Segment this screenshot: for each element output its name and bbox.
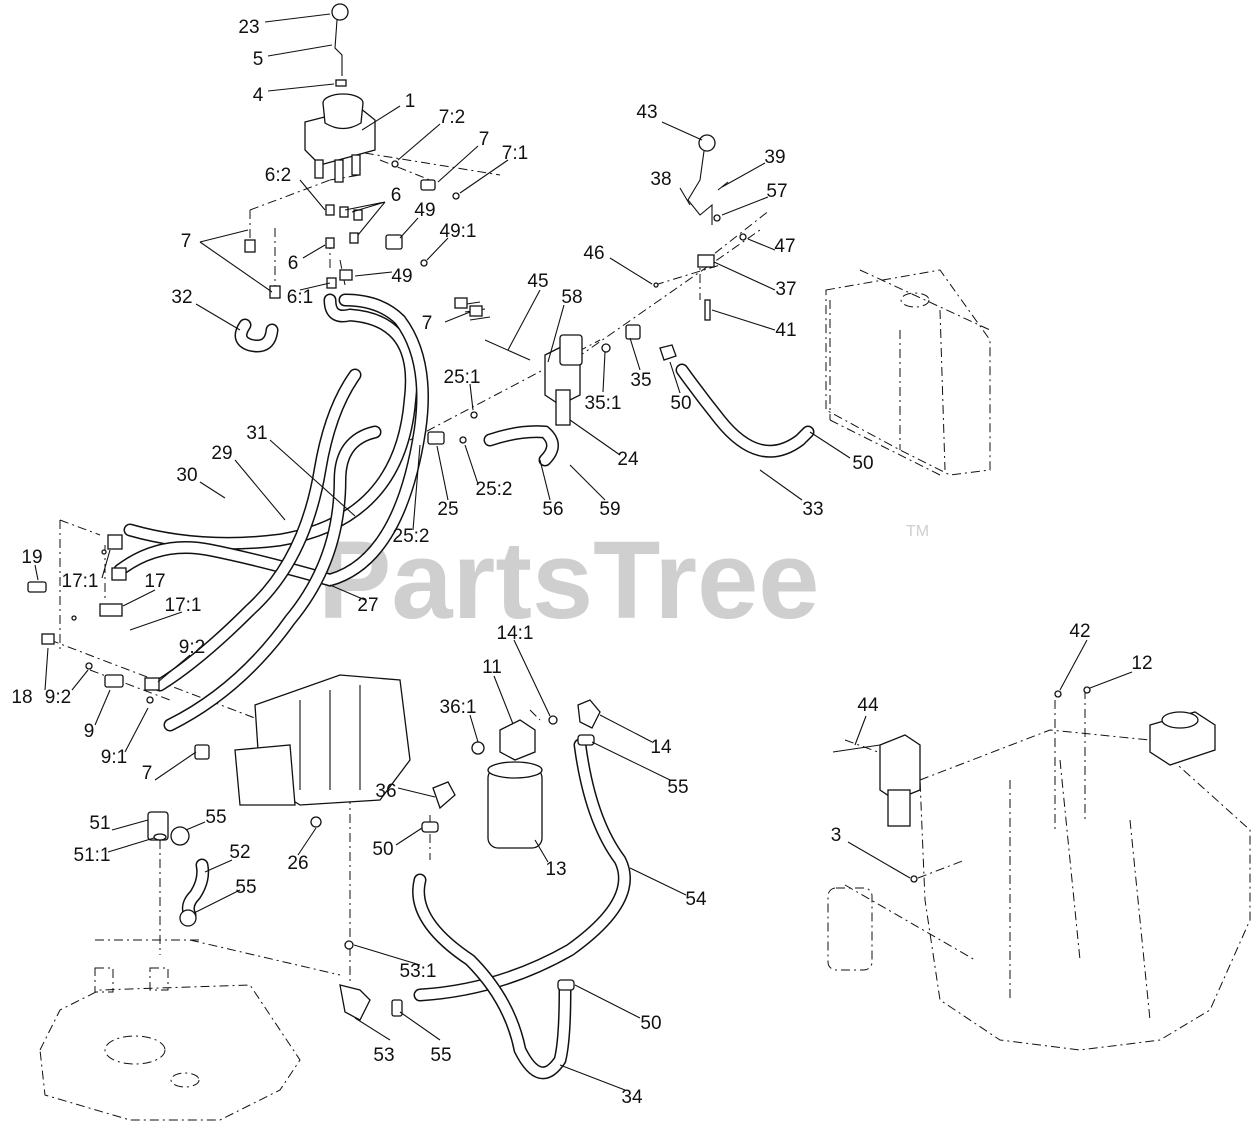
callout-49a: 49 [414, 200, 435, 221]
callout-9: 9 [84, 721, 95, 742]
callout-25:1: 25:1 [444, 367, 481, 388]
callout-14: 14 [650, 737, 672, 758]
callout-13: 13 [545, 859, 566, 880]
callout-7b: 7 [181, 231, 192, 252]
callout-59: 59 [599, 499, 620, 520]
callout-35:1: 35:1 [585, 393, 622, 414]
callout-55d: 55 [430, 1045, 451, 1066]
callout-14:1: 14:1 [497, 623, 534, 644]
callout-1: 1 [405, 91, 416, 112]
callout-25: 25 [437, 499, 458, 520]
callout-36:1: 36:1 [440, 697, 477, 718]
callout-53:1: 53:1 [400, 961, 437, 982]
callout-47: 47 [774, 236, 795, 257]
callout-7:1: 7:1 [502, 143, 528, 164]
callout-11: 11 [482, 657, 502, 678]
callout-24: 24 [617, 449, 639, 470]
control-valve [304, 3, 376, 183]
callout-49:1: 49:1 [440, 221, 477, 242]
callout-49b: 49 [391, 266, 412, 287]
watermark: PartsTree [318, 519, 819, 642]
callout-50a: 50 [670, 393, 691, 414]
callout-17: 17 [144, 571, 165, 592]
callout-43: 43 [636, 102, 657, 123]
callout-44: 44 [857, 695, 879, 716]
callout-45: 45 [527, 271, 548, 292]
callout-4: 4 [253, 85, 264, 106]
callout-41: 41 [775, 320, 796, 341]
callout-50b: 50 [852, 453, 873, 474]
callout-33: 33 [802, 499, 823, 520]
callout-26: 26 [287, 853, 308, 874]
callout-7d: 7 [142, 763, 153, 784]
callout-35: 35 [630, 370, 651, 391]
callout-3: 3 [831, 825, 842, 846]
callout-56: 56 [542, 499, 563, 520]
auxiliary-valve [427, 297, 677, 445]
frame-detail [827, 686, 1251, 1051]
callout-55a: 55 [667, 777, 688, 798]
callout-7:2: 7:2 [439, 107, 465, 128]
callout-51: 51 [89, 813, 110, 834]
left-fittings [27, 534, 160, 704]
hydraulic-pump [194, 674, 411, 828]
callout-58: 58 [561, 287, 582, 308]
callout-12: 12 [1131, 653, 1152, 674]
callout-50c: 50 [372, 839, 393, 860]
callout-38: 38 [650, 169, 671, 190]
callout-54: 54 [685, 889, 707, 910]
callout-23: 23 [238, 17, 259, 38]
callout-7a: 7 [479, 129, 490, 150]
callout-7c: 7 [422, 313, 433, 334]
callout-51:1: 51:1 [74, 845, 111, 866]
callout-18: 18 [11, 687, 32, 708]
radiator [825, 269, 991, 476]
callout-36: 36 [375, 781, 396, 802]
leader-lines [34, 13, 1133, 1091]
callout-6:1: 6:1 [287, 287, 313, 308]
callout-55b: 55 [205, 807, 226, 828]
callout-9:1: 9:1 [101, 747, 127, 768]
assembly-lines [49, 149, 1086, 985]
callout-25:2a: 25:2 [476, 479, 513, 500]
valve-fittings [244, 160, 460, 299]
callout-27: 27 [357, 595, 378, 616]
callout-29: 29 [211, 443, 232, 464]
callout-52: 52 [229, 842, 250, 863]
hoses [113, 293, 815, 1080]
callout-5: 5 [253, 49, 264, 70]
callout-42: 42 [1069, 621, 1090, 642]
callout-34: 34 [621, 1087, 643, 1108]
callout-9:2a: 9:2 [179, 637, 205, 658]
callout-39: 39 [764, 147, 785, 168]
callout-37: 37 [775, 279, 796, 300]
joystick-assembly [653, 134, 747, 321]
callout-32: 32 [171, 287, 192, 308]
callout-9:2b: 9:2 [45, 687, 71, 708]
callout-6b: 6 [288, 253, 299, 274]
callout-31: 31 [246, 423, 267, 444]
callout-17:1a: 17:1 [62, 571, 99, 592]
callout-57: 57 [766, 181, 787, 202]
callout-25:2b: 25:2 [393, 526, 430, 547]
callout-6a: 6 [391, 185, 402, 206]
callout-53: 53 [373, 1045, 394, 1066]
callout-55c: 55 [235, 877, 256, 898]
watermark-trademark: TM [906, 523, 929, 540]
callout-6:2: 6:2 [265, 165, 291, 186]
callout-17:1b: 17:1 [165, 595, 202, 616]
filter-and-tank [39, 699, 601, 1121]
callout-46: 46 [583, 243, 604, 264]
callout-19: 19 [21, 547, 42, 568]
callout-50d: 50 [640, 1013, 661, 1034]
callout-30: 30 [176, 465, 197, 486]
